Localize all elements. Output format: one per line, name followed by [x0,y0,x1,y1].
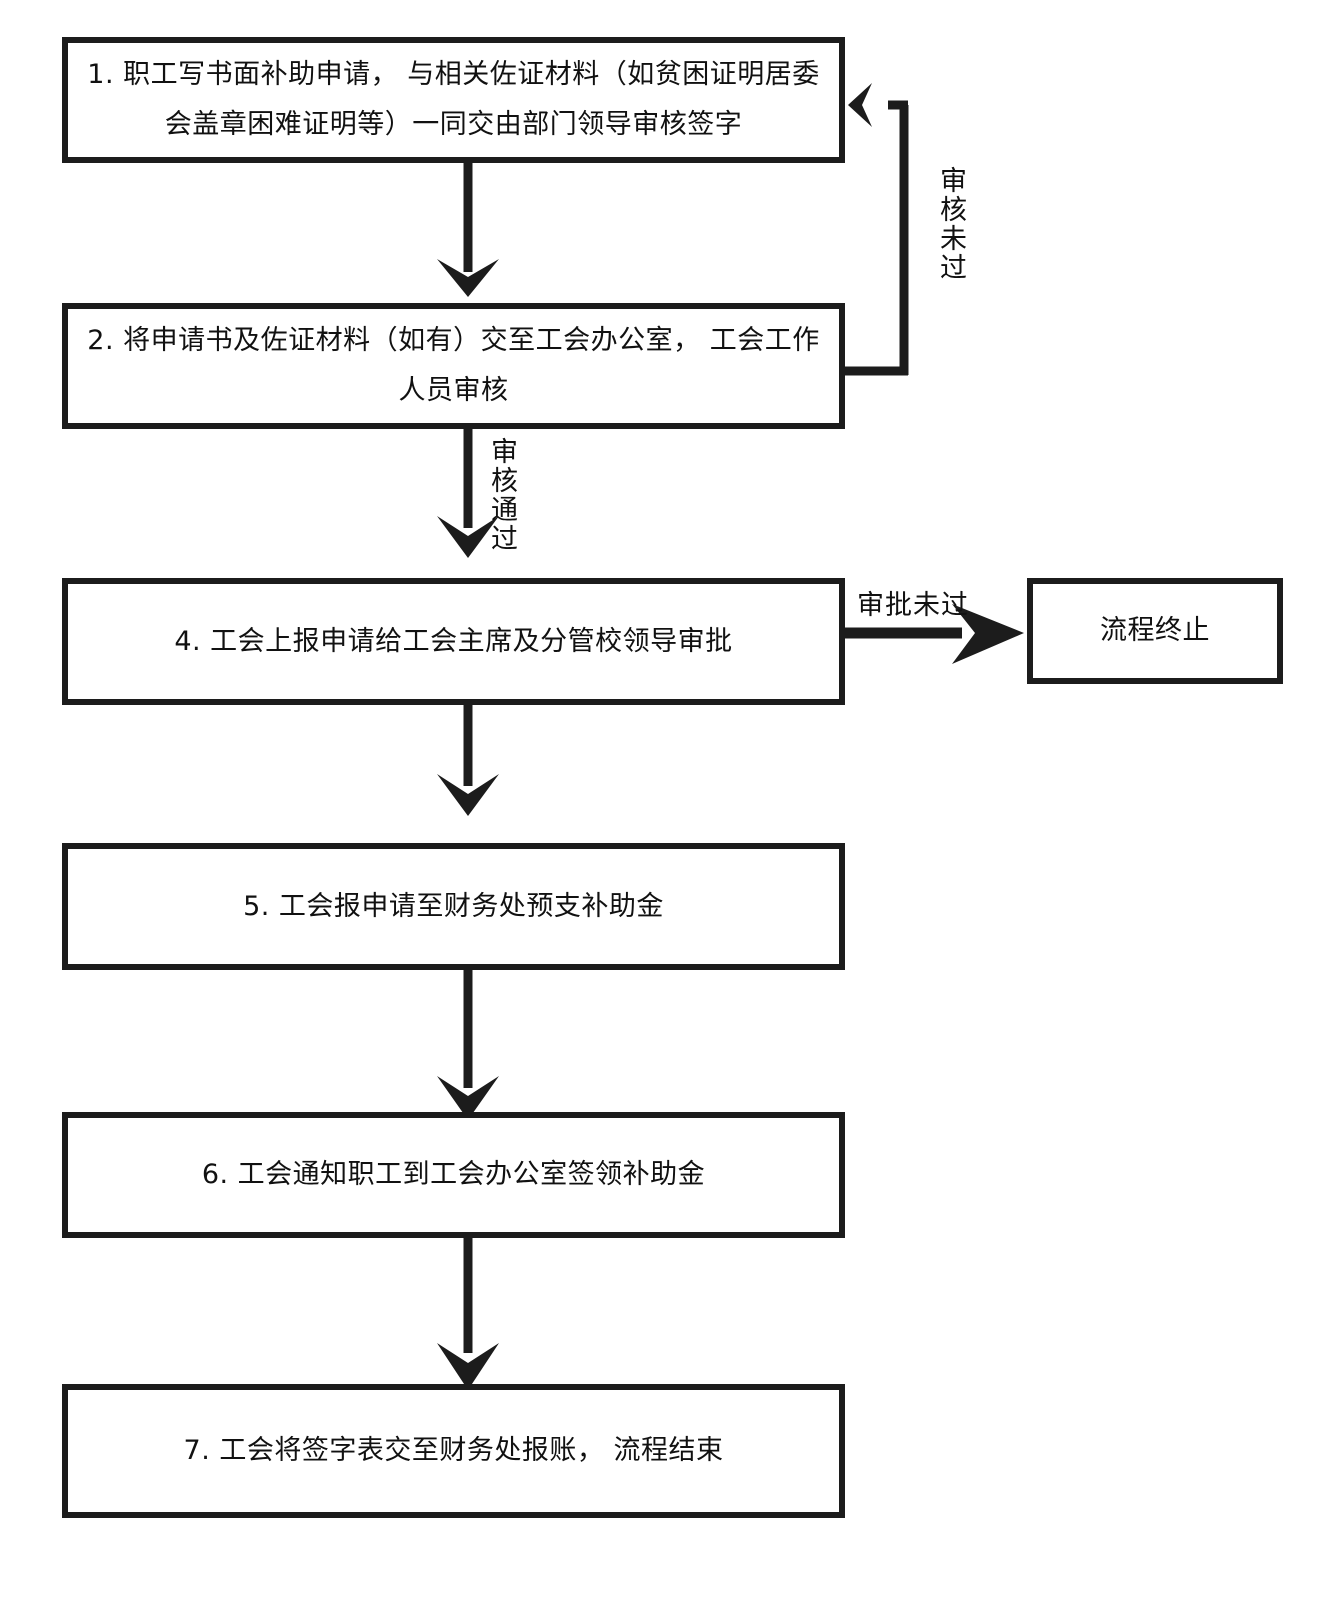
step-4-label: 4. 工会上报申请给工会主席及分管校领导审批 [174,625,733,657]
process-terminated-box[interactable]: 流程终止 [1027,578,1283,684]
arrow-step4-to-step5 [437,705,499,816]
step-2-label: 2. 将申请书及佐证材料（如有）交至工会办公室， 工会工作 人员审核 [87,325,820,406]
step-2-box[interactable]: 2. 将申请书及佐证材料（如有）交至工会办公室， 工会工作 人员审核 [62,303,845,429]
arrow-step1-to-step2 [437,163,499,297]
edge-label-review-passed: 审核通过 [486,437,517,553]
step-7-label: 7. 工会将签字表交至财务处报账， 流程结束 [183,1435,724,1467]
edge-label-approval-failed: 审批未过 [857,590,969,621]
arrow-step6-to-step7 [437,1238,499,1390]
step-1-box[interactable]: 1. 职工写书面补助申请， 与相关佐证材料（如贫困证明居委 会盖章困难证明等）一… [62,37,845,163]
edge-label-review-failed: 审核未过 [935,166,966,282]
step-5-label: 5. 工会报申请至财务处预支补助金 [243,890,664,922]
step-5-box[interactable]: 5. 工会报申请至财务处预支补助金 [62,843,845,970]
step-7-box[interactable]: 7. 工会将签字表交至财务处报账， 流程结束 [62,1384,845,1518]
step-1-label: 1. 职工写书面补助申请， 与相关佐证材料（如贫困证明居委 会盖章困难证明等）一… [87,59,820,140]
arrow-step5-to-step6 [437,970,499,1120]
process-terminated-label: 流程终止 [1100,615,1210,647]
step-6-box[interactable]: 6. 工会通知职工到工会办公室签领补助金 [62,1112,845,1238]
arrow-step2-to-step1-rejected [845,83,909,376]
step-6-label: 6. 工会通知职工到工会办公室签领补助金 [201,1159,706,1191]
step-4-box[interactable]: 4. 工会上报申请给工会主席及分管校领导审批 [62,578,845,705]
